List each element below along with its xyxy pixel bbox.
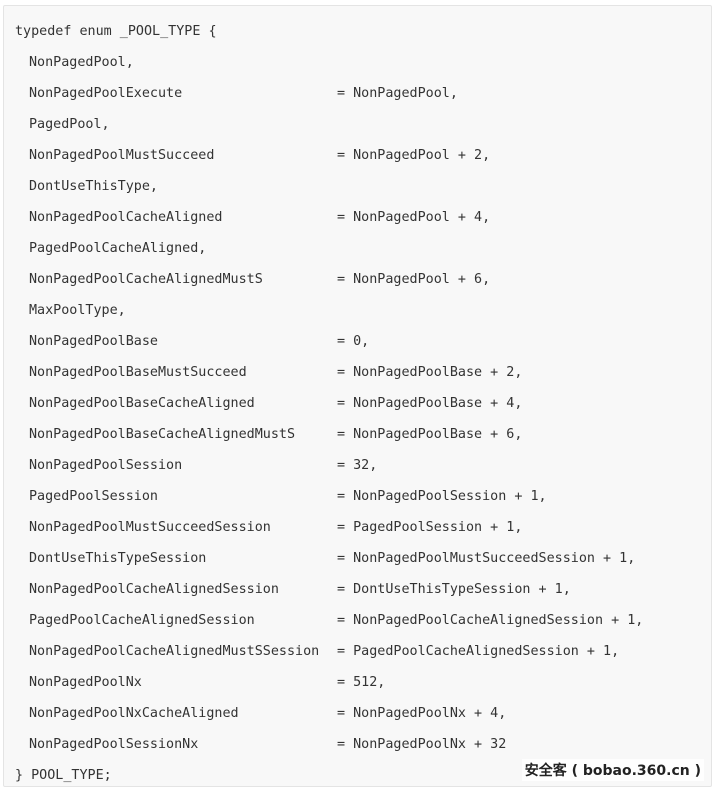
enum-member-assignment: = NonPagedPool + 6,	[337, 272, 491, 287]
enum-member-name: NonPagedPoolCacheAlignedMustSSession	[29, 644, 320, 659]
enum-member-assignment: = 32,	[337, 458, 378, 473]
enum-member-name: NonPagedPoolBaseCacheAlignedMustS	[29, 427, 296, 442]
enum-member-assignment: = NonPagedPoolMustSucceedSession + 1,	[337, 551, 636, 566]
enum-member-name: NonPagedPoolNx	[29, 675, 142, 690]
code-block: typedef enum _POOL_TYPE { NonPagedPool, N…	[3, 5, 712, 787]
enum-member-name: MaxPoolType,	[29, 303, 126, 318]
enum-member-name: NonPagedPool,	[29, 55, 134, 70]
enum-member-assignment: = NonPagedPool,	[337, 86, 458, 101]
enum-member-assignment: = NonPagedPoolCacheAlignedSession + 1,	[337, 613, 644, 628]
enum-member-assignment: = NonPagedPoolNx + 32	[337, 737, 507, 752]
enum-member-name: NonPagedPoolSession	[29, 458, 183, 473]
enum-member-assignment: = NonPagedPoolBase + 6,	[337, 427, 523, 442]
watermark-text: 安全客 ( bobao.360.cn )	[521, 759, 704, 781]
enum-member-name: NonPagedPoolExecute	[29, 86, 183, 101]
enum-member-name: NonPagedPoolCacheAlignedSession	[29, 582, 279, 597]
enum-declaration-line: typedef enum _POOL_TYPE {	[15, 24, 217, 39]
enum-member-assignment: = NonPagedPoolSession + 1,	[337, 489, 547, 504]
enum-member-name: NonPagedPoolCacheAligned	[29, 210, 223, 225]
enum-member-name: PagedPoolCacheAligned,	[29, 241, 207, 256]
enum-member-assignment: = NonPagedPool + 2,	[337, 148, 491, 163]
enum-member-assignment: = PagedPoolSession + 1,	[337, 520, 523, 535]
enum-member-name: NonPagedPoolSessionNx	[29, 737, 199, 752]
enum-member-name: NonPagedPoolBaseMustSucceed	[29, 365, 247, 380]
enum-member-name: PagedPoolCacheAlignedSession	[29, 613, 255, 628]
enum-closing-line: } POOL_TYPE;	[15, 768, 112, 783]
enum-member-name: NonPagedPoolNxCacheAligned	[29, 706, 239, 721]
enum-member-assignment: = 512,	[337, 675, 386, 690]
enum-member-assignment: = NonPagedPool + 4,	[337, 210, 491, 225]
enum-member-assignment: = DontUseThisTypeSession + 1,	[337, 582, 571, 597]
enum-member-name: NonPagedPoolMustSucceedSession	[29, 520, 271, 535]
enum-member-assignment: = NonPagedPoolBase + 4,	[337, 396, 523, 411]
enum-member-assignment: = PagedPoolCacheAlignedSession + 1,	[337, 644, 620, 659]
enum-member-assignment: = NonPagedPoolNx + 4,	[337, 706, 507, 721]
enum-member-name: NonPagedPoolBase	[29, 334, 158, 349]
enum-member-name: NonPagedPoolMustSucceed	[29, 148, 215, 163]
enum-member-name: DontUseThisType,	[29, 179, 158, 194]
enum-member-assignment: = 0,	[337, 334, 370, 349]
enum-member-name: NonPagedPoolBaseCacheAligned	[29, 396, 255, 411]
enum-member-name: PagedPoolSession	[29, 489, 158, 504]
enum-member-name: PagedPool,	[29, 117, 110, 132]
enum-member-name: DontUseThisTypeSession	[29, 551, 207, 566]
enum-member-assignment: = NonPagedPoolBase + 2,	[337, 365, 523, 380]
enum-member-name: NonPagedPoolCacheAlignedMustS	[29, 272, 263, 287]
